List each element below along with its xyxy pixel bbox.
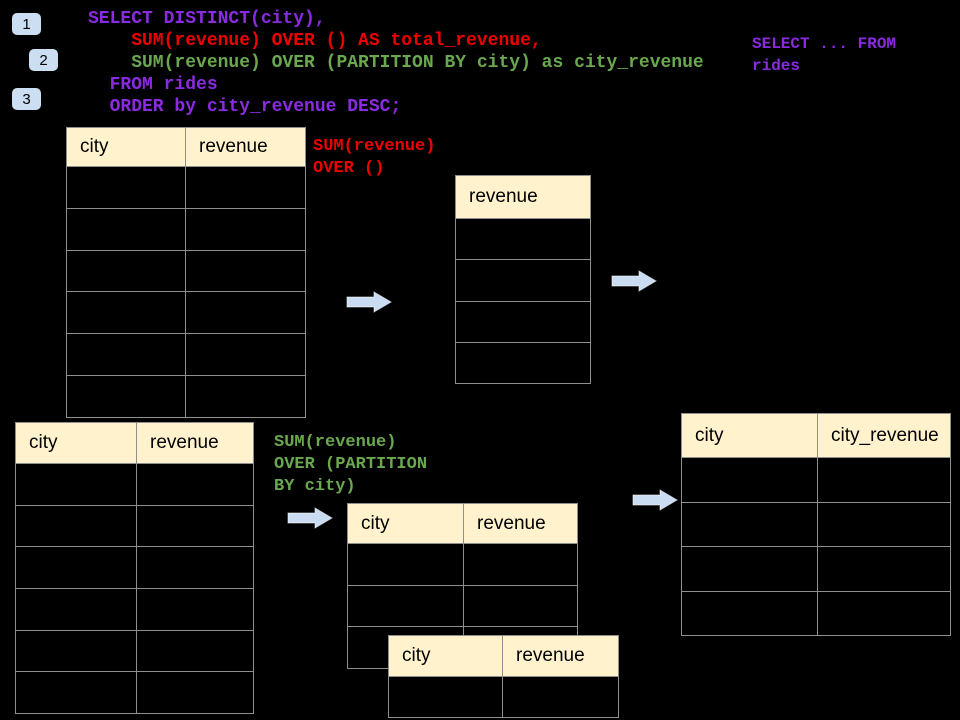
text-line: SUM(revenue) — [274, 433, 397, 452]
table-cell — [681, 501, 818, 547]
column-header: city — [15, 422, 137, 464]
table-cell — [136, 463, 254, 506]
arrow-right-icon — [611, 270, 657, 292]
label-sum-over-partition: SUM(revenue) OVER (PARTITION BY city) — [274, 432, 427, 498]
text-line: SELECT ... FROM — [752, 35, 897, 53]
table-cell — [185, 333, 306, 376]
table-cell — [185, 291, 306, 335]
sql-code-block: SELECT DISTINCT(city), SUM(revenue) OVER… — [88, 8, 704, 118]
table-cell — [817, 590, 951, 636]
column-header: city — [347, 503, 464, 544]
table-cell — [66, 374, 186, 418]
column-header: revenue — [502, 635, 619, 677]
table-cell — [347, 584, 464, 628]
table-cell — [185, 207, 306, 251]
text-line: BY city) — [274, 477, 356, 496]
text-line: ORDER by city_revenue DESC; — [88, 97, 402, 117]
table-cell — [681, 457, 818, 503]
table-cell — [817, 501, 951, 547]
table-cell — [388, 676, 503, 718]
text-line: SUM(revenue) OVER () AS total_revenue, — [88, 31, 542, 51]
arrow-right-icon — [346, 291, 392, 313]
table-cell — [136, 671, 254, 715]
table-cell — [136, 504, 254, 548]
table-cell — [15, 588, 137, 631]
table-cell — [15, 629, 137, 673]
text-line: rides — [752, 57, 801, 75]
arrow-right-icon — [287, 507, 333, 529]
text-line: OVER () — [313, 159, 385, 178]
table-total-revenue: revenue — [455, 175, 591, 385]
table-cell — [15, 671, 137, 715]
column-header: revenue — [463, 503, 578, 544]
table-cell — [463, 584, 578, 628]
table-cell — [66, 249, 186, 293]
table-cell — [347, 543, 464, 586]
table-cell — [817, 457, 951, 503]
table-cell — [66, 291, 186, 335]
column-header: revenue — [185, 127, 306, 167]
text-line: FROM rides — [88, 75, 218, 95]
table-cell — [502, 676, 619, 718]
text-line: SELECT DISTINCT(city), — [88, 9, 326, 29]
sql-side-note: SELECT ... FROM rides — [752, 33, 896, 77]
table-cell — [66, 333, 186, 376]
step-badge-2: 2 — [29, 49, 58, 71]
table-cell — [817, 546, 951, 592]
column-header: city — [681, 413, 818, 458]
table-cell — [455, 341, 591, 385]
column-header: revenue — [136, 422, 254, 464]
table-cell — [463, 543, 578, 586]
arrow-right-icon — [632, 489, 678, 511]
table-cell — [681, 590, 818, 636]
step-badge-3: 3 — [12, 88, 41, 110]
text-line: SUM(revenue) OVER (PARTITION BY city) as… — [88, 53, 704, 73]
table-cell — [185, 166, 306, 209]
column-header: revenue — [455, 175, 591, 219]
column-header: city — [388, 635, 503, 677]
table-cell — [136, 629, 254, 673]
step-badge-1: 1 — [12, 13, 41, 35]
table-cell — [455, 300, 591, 343]
label-sum-over-total: SUM(revenue) OVER () — [313, 136, 435, 180]
table-cell — [136, 546, 254, 590]
table-cell — [185, 374, 306, 418]
column-header: city — [66, 127, 186, 167]
text-line: SUM(revenue) — [313, 137, 436, 156]
text-line: OVER (PARTITION — [274, 455, 428, 474]
table-cell — [66, 166, 186, 209]
table-cell — [66, 207, 186, 251]
table-cell — [136, 588, 254, 631]
table-cell — [455, 259, 591, 302]
table-cell — [185, 249, 306, 293]
table-cell — [15, 546, 137, 590]
column-header: city_revenue — [817, 413, 951, 458]
table-cell — [15, 504, 137, 548]
table-cell — [681, 546, 818, 592]
table-cell — [15, 463, 137, 506]
table-cell — [455, 217, 591, 261]
